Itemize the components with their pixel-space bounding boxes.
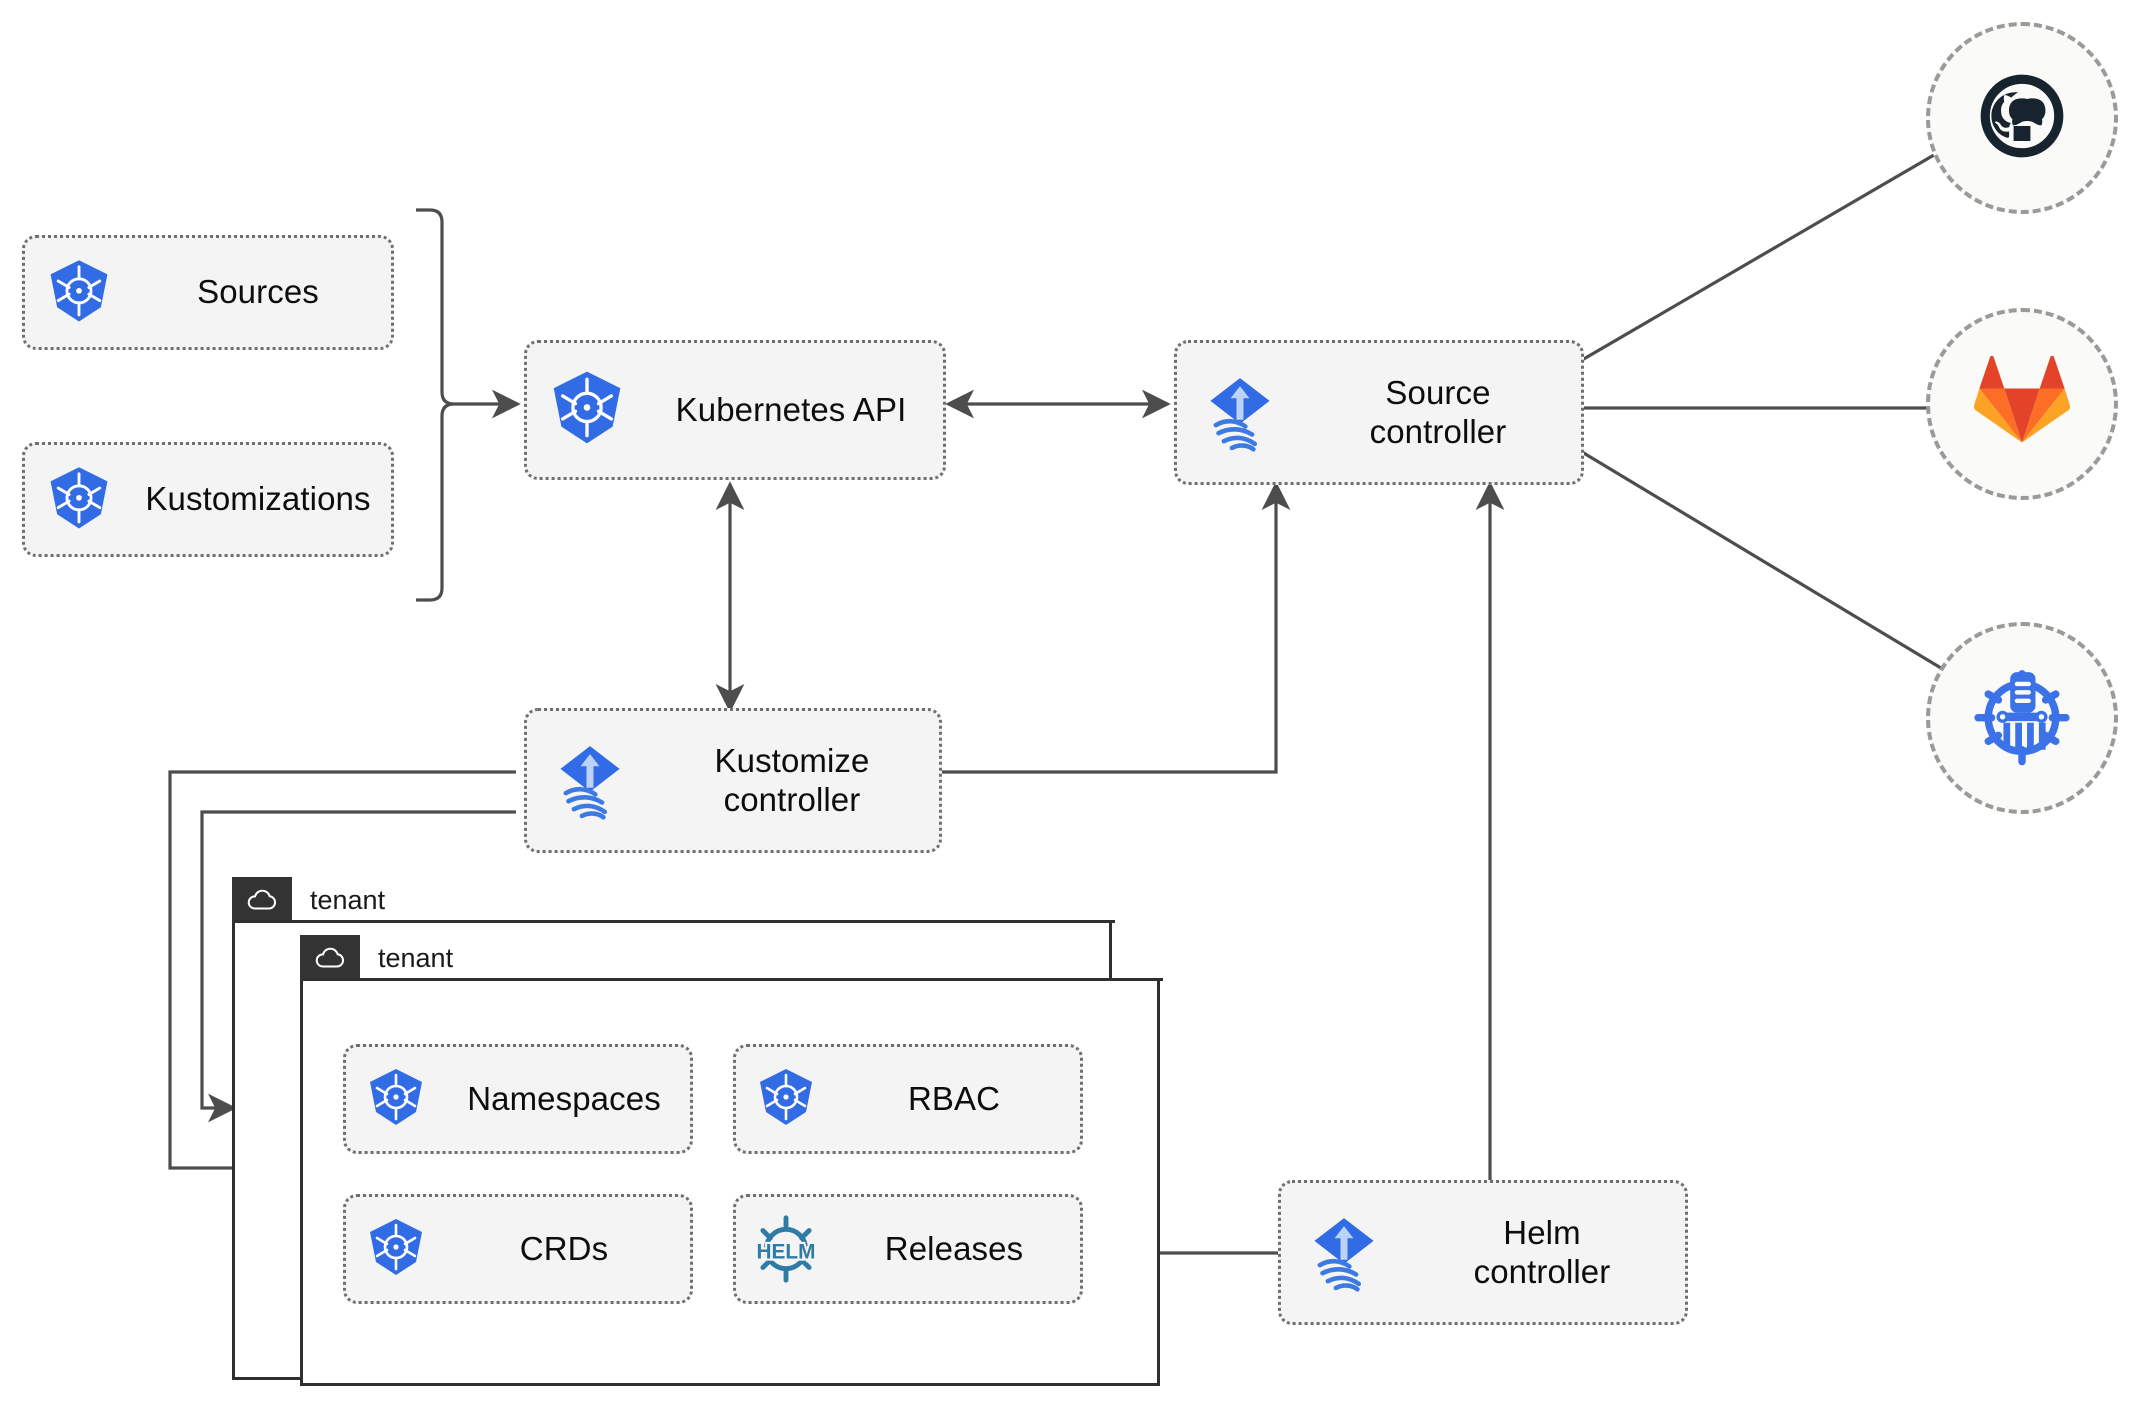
tenant-tab: tenant [232, 877, 386, 923]
node-helm-controller[interactable]: Helm controller [1278, 1180, 1688, 1325]
edge-resources-bracket [416, 208, 455, 602]
node-source-controller[interactable]: Source controller [1174, 340, 1584, 485]
node-label-line2: controller [1473, 1252, 1611, 1290]
provider-github[interactable] [1926, 22, 2118, 214]
node-namespaces[interactable]: Namespaces [343, 1044, 693, 1154]
node-label: RBAC [907, 1079, 1001, 1117]
gitlab-icon [1973, 355, 2071, 453]
node-label-line1: Helm [1503, 1213, 1581, 1251]
tenant-top-rule [303, 978, 1163, 981]
provider-gitlab[interactable] [1926, 308, 2118, 500]
edge-source-to-github [1581, 117, 1999, 362]
flux-icon [527, 738, 653, 824]
helm-logo-icon: HELM [736, 1212, 836, 1286]
svg-text:HELM: HELM [757, 1240, 816, 1263]
node-rbac[interactable]: RBAC [733, 1044, 1083, 1154]
tenant-frame-front[interactable]: tenant Namespaces [300, 935, 1163, 1386]
kubernetes-icon [527, 369, 647, 451]
flux-icon [1281, 1210, 1407, 1296]
node-label: Releases [884, 1229, 1024, 1267]
node-label: Sources [197, 273, 319, 311]
tenant-label: tenant [310, 884, 386, 915]
cloud-icon [300, 935, 360, 981]
node-label: Source controller [1303, 374, 1581, 452]
kubernetes-icon [736, 1067, 836, 1131]
kubernetes-icon [346, 1217, 446, 1281]
node-crds[interactable]: CRDs [343, 1194, 693, 1304]
kubernetes-icon [25, 258, 133, 328]
node-releases[interactable]: HELM Releases [733, 1194, 1083, 1304]
node-label: Kustomize controller [653, 742, 939, 820]
node-label: Kustomizations [145, 480, 371, 518]
github-icon [1973, 67, 2071, 170]
kubernetes-icon [346, 1067, 446, 1131]
node-label-line2: controller [1369, 412, 1507, 450]
cloud-icon [232, 877, 292, 923]
node-label: Helm controller [1407, 1214, 1685, 1292]
node-kustomizations[interactable]: Kustomizations [22, 442, 394, 557]
node-kustomize-controller[interactable]: Kustomize controller [524, 708, 942, 853]
edge-kustomize-to-source [940, 481, 1291, 774]
node-sources[interactable]: Sources [22, 235, 394, 350]
node-label: Kubernetes API [675, 390, 907, 428]
node-label-line1: Source [1385, 373, 1491, 411]
edge-source-to-helmrepo [1581, 450, 1999, 703]
flux-icon [1177, 370, 1303, 456]
node-label-line2: controller [723, 780, 861, 818]
node-label-line1: Kustomize [714, 741, 870, 779]
node-label: Namespaces [467, 1079, 661, 1117]
provider-helm-repository[interactable] [1926, 622, 2118, 814]
tenant-tab: tenant [300, 935, 454, 981]
node-label: CRDs [519, 1229, 609, 1267]
kubernetes-icon [25, 465, 133, 535]
tenant-label: tenant [378, 942, 454, 973]
tenant-top-rule [235, 920, 1115, 923]
node-kubernetes-api[interactable]: Kubernetes API [524, 340, 946, 480]
helm-chart-icon [1968, 662, 2076, 775]
